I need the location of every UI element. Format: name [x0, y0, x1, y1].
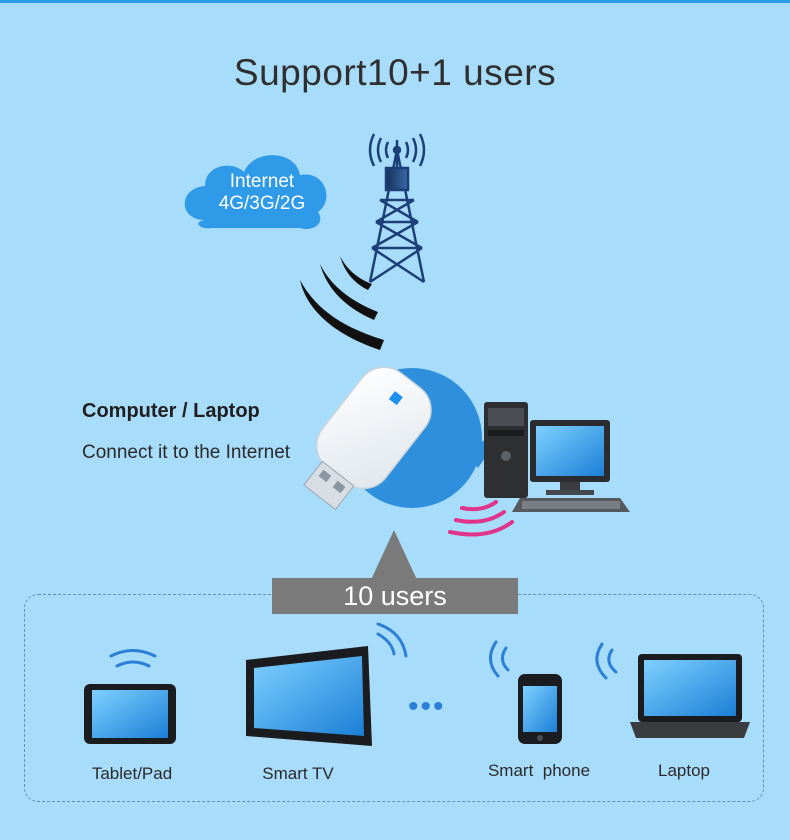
laptop-icon: [595, 642, 750, 738]
more-devices-ellipsis: •••: [408, 690, 446, 723]
smart-tv-icon: [246, 622, 408, 746]
cloud-line-internet: Internet: [229, 171, 295, 192]
smartphone-icon: [489, 640, 562, 744]
cloud-line-networks: 4G/3G/2G: [218, 193, 306, 214]
device-label-smartphone: Smart phone: [487, 761, 591, 780]
wifi-signal-pink-icon: [448, 500, 514, 537]
device-label-tablet: Tablet/Pad: [91, 764, 173, 783]
page-title: Support10+1 users: [233, 52, 557, 93]
device-label-smart-tv: Smart TV: [262, 764, 334, 783]
cloud-icon: [184, 155, 327, 230]
users-banner: 10 users: [272, 578, 518, 614]
computer-heading: Computer / Laptop: [82, 400, 260, 422]
signal-waves-icon: [300, 256, 384, 350]
desktop-computer-icon: [484, 402, 630, 512]
top-accent-line: [0, 0, 790, 3]
banner-pointer: [370, 530, 418, 582]
tablet-icon: [84, 649, 176, 744]
device-label-laptop: Laptop: [658, 761, 710, 780]
cell-tower-icon: [368, 133, 426, 284]
usb-modem-icon: [303, 366, 432, 511]
cloud-label: Internet 4G/3G/2G: [192, 171, 332, 215]
computer-subtitle: Connect it to the Internet: [82, 442, 291, 463]
